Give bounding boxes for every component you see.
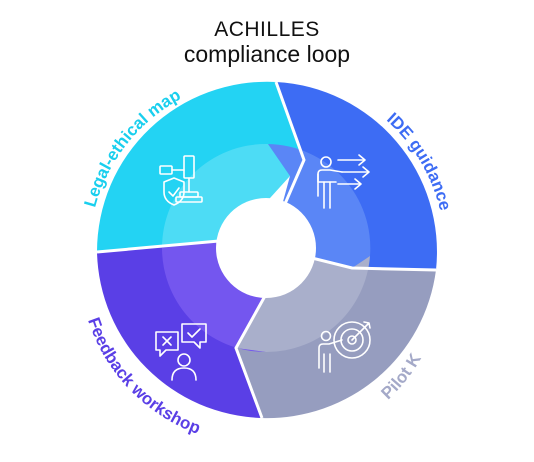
presenter-arrows-icon [317,154,370,209]
segment-ide-guidance [268,82,437,270]
title-block: ACHILLES compliance loop [0,18,534,66]
segment-pilot-kpis [236,255,436,419]
title-line-1: ACHILLES [214,18,320,41]
feedback-chat-person-icon [155,323,207,381]
target-person-icon [318,321,371,373]
gavel-shield-icon [159,155,203,206]
center-hole [216,198,316,298]
segment-feedback-workshop [97,240,270,418]
segment-separators [96,81,437,419]
title-line-2: compliance loop [183,41,351,67]
